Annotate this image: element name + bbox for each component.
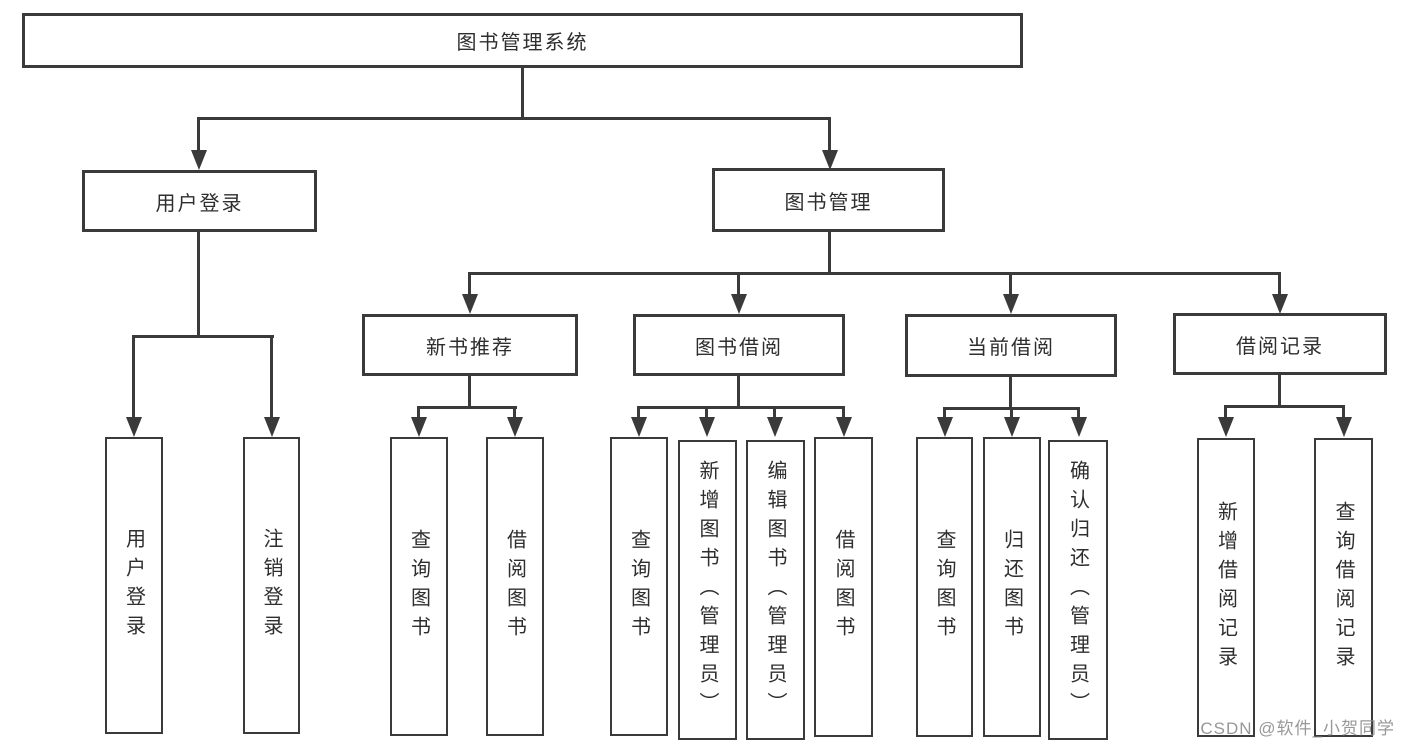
arrow-to-new-book-recommend	[468, 272, 471, 294]
node-current-borrow: 当前借阅	[905, 314, 1117, 377]
arrow-to-edit-book-admin	[773, 406, 776, 417]
connector-line-borrow-record-drop	[1278, 375, 1281, 405]
arrow-to-borrow-record	[1278, 272, 1281, 294]
arrow-to-query-book-borrow	[637, 406, 640, 417]
arrow-to-query-borrow-record	[1342, 405, 1345, 417]
arrow-to-book-management	[828, 117, 831, 150]
arrow-to-current-borrow	[1009, 272, 1012, 294]
connector-line-level2	[468, 272, 1281, 275]
arrow-to-logout-leaf	[270, 335, 273, 417]
arrow-to-borrow-book-recommend	[513, 406, 516, 417]
connector-line-book-borrow-split	[637, 406, 845, 409]
leaf-query-borrow-record: 查询借阅记录	[1314, 438, 1373, 737]
node-book-borrow: 图书借阅	[633, 314, 845, 376]
leaf-confirm-return-admin: 确认归还（管理员）	[1048, 440, 1108, 740]
arrow-to-return-book	[1010, 407, 1013, 417]
leaf-query-book-recommend: 查询图书	[390, 437, 448, 736]
connector-line-user-login-drop	[197, 232, 200, 335]
connector-line-book-mgmt-drop	[828, 232, 831, 272]
arrow-to-user-login-leaf	[132, 335, 135, 417]
leaf-user-login: 用户登录	[105, 437, 163, 734]
leaf-query-book-current: 查询图书	[916, 437, 973, 737]
leaf-add-borrow-record: 新增借阅记录	[1197, 438, 1255, 737]
connector-line-user-login-split	[133, 335, 274, 338]
arrow-to-borrow-book	[842, 406, 845, 417]
leaf-edit-book-admin: 编辑图书（管理员）	[746, 440, 805, 740]
arrow-to-confirm-return-admin	[1077, 407, 1080, 417]
connector-line-root-drop	[521, 68, 524, 117]
node-root: 图书管理系统	[22, 13, 1023, 68]
leaf-return-book: 归还图书	[983, 437, 1041, 737]
leaf-add-book-admin: 新增图书（管理员）	[678, 440, 737, 740]
connector-line-current-borrow-drop	[1009, 377, 1012, 407]
arrow-to-query-book-current	[943, 407, 946, 417]
connector-line-new-book-drop	[468, 376, 471, 406]
node-book-management: 图书管理	[712, 168, 945, 232]
leaf-query-book-borrow: 查询图书	[610, 437, 668, 736]
arrow-to-query-book-recommend	[417, 406, 420, 417]
arrow-to-add-borrow-record	[1224, 405, 1227, 417]
arrow-to-add-book-admin	[705, 406, 708, 417]
connector-line-book-borrow-drop	[737, 376, 740, 406]
connector-line-level1	[198, 117, 831, 120]
connector-line-new-book-split	[417, 406, 517, 409]
node-borrow-record: 借阅记录	[1173, 313, 1387, 375]
node-new-book-recommend: 新书推荐	[362, 314, 578, 376]
csdn-watermark: CSDN @软件_小贺同学	[1200, 719, 1395, 738]
arrow-to-user-login	[197, 117, 200, 150]
connector-line-borrow-record-split	[1224, 405, 1345, 408]
arrow-to-book-borrow	[737, 272, 740, 294]
leaf-logout: 注销登录	[243, 437, 300, 734]
leaf-borrow-book-recommend: 借阅图书	[486, 437, 544, 736]
node-user-login: 用户登录	[82, 170, 317, 232]
leaf-borrow-book: 借阅图书	[814, 437, 873, 737]
